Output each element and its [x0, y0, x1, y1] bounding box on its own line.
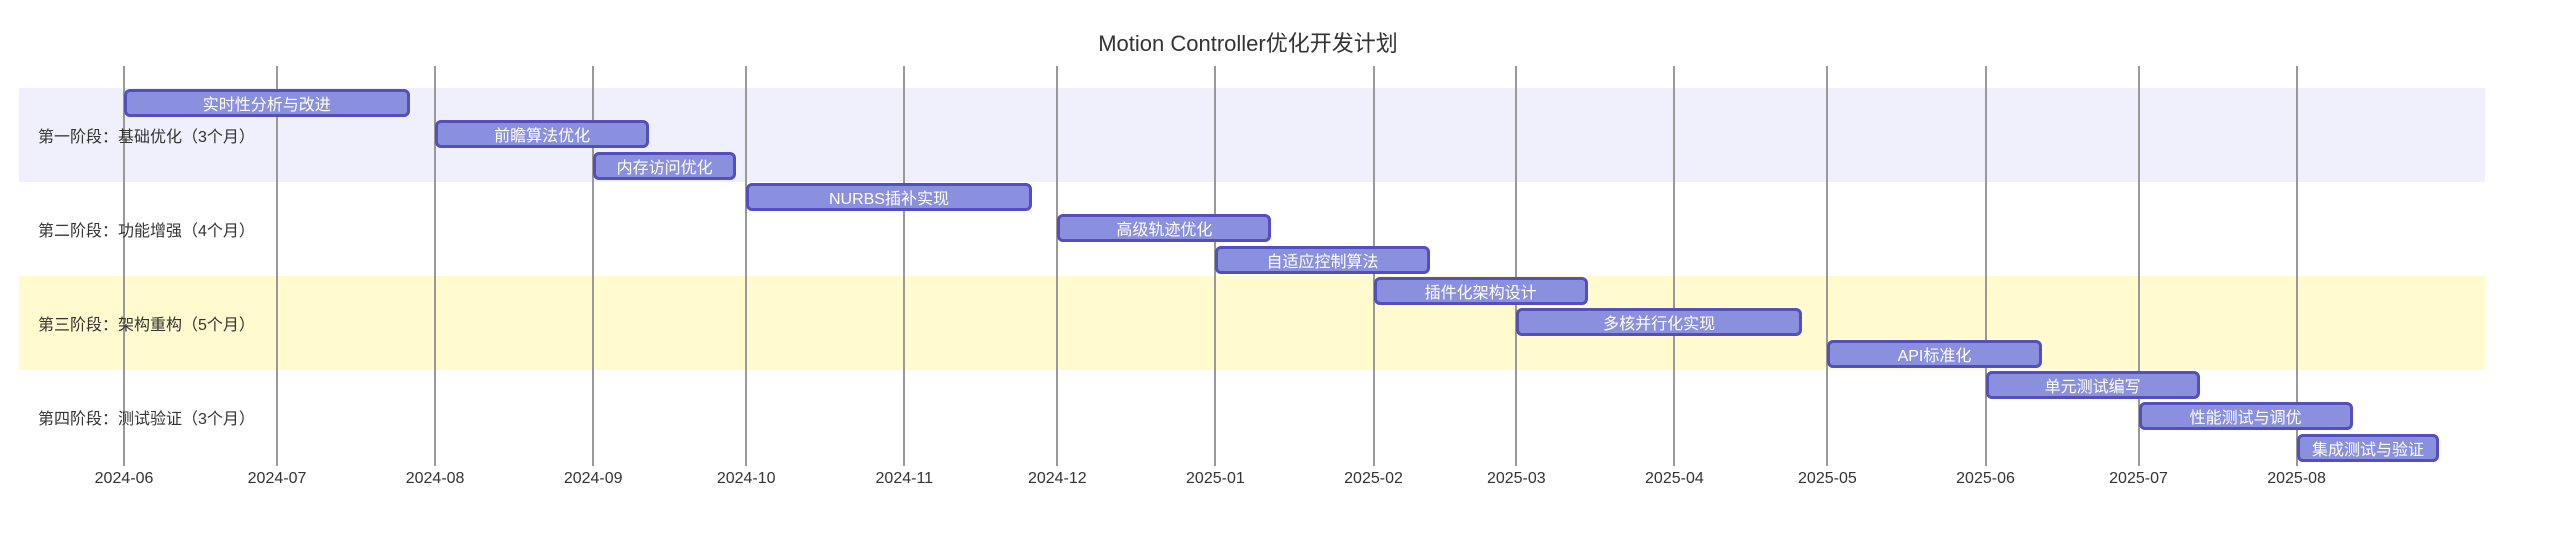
task-bar: 多核并行化实现 [1516, 308, 1802, 337]
task-bar-label: 单元测试编写 [2044, 378, 2141, 396]
axis-tick-label: 2025-04 [1645, 470, 1704, 487]
task-bar: API标准化 [1827, 339, 2042, 368]
task-bar-label: NURBS插补实现 [828, 190, 949, 208]
task-bar-label: 内存访问优化 [616, 159, 713, 177]
task-bar: 插件化架构设计 [1373, 276, 1588, 305]
grid-line [1056, 66, 1059, 466]
task-bar: 性能测试与调优 [2138, 402, 2353, 431]
axis-tick-label: 2024-10 [716, 470, 776, 487]
grid-line [592, 66, 595, 466]
grid-line [1984, 66, 1987, 466]
task-bar: 自适应控制算法 [1215, 245, 1430, 274]
task-bar: 内存访问优化 [593, 151, 736, 180]
grid-line [2137, 66, 2140, 466]
task-bar: 集成测试与验证 [2296, 433, 2440, 462]
grid-line [903, 66, 906, 466]
task-bar-label: 集成测试与验证 [2311, 441, 2424, 459]
grid-line [1673, 66, 1676, 466]
task-bar-label: 自适应控制算法 [1266, 253, 1379, 271]
section-label: 第一阶段：基础优化（3个月） [38, 129, 255, 146]
task-bar-label: API标准化 [1897, 347, 1972, 365]
chart-title: Motion Controller优化开发计划 [1098, 31, 1398, 56]
axis-tick-label: 2025-08 [2267, 470, 2326, 487]
grid-line [1515, 66, 1518, 466]
grid-line [745, 66, 748, 466]
task-bar-label: 插件化架构设计 [1424, 284, 1537, 302]
task-bar: NURBS插补实现 [746, 182, 1032, 211]
task-bar: 前瞻算法优化 [435, 120, 650, 149]
section-label: 第三阶段：架构重构（5个月） [38, 317, 255, 334]
section-label: 第二阶段：功能增强（4个月） [38, 223, 255, 240]
axis-tick-label: 2025-07 [2109, 470, 2168, 487]
axis-tick-label: 2024-11 [875, 470, 934, 487]
axis-tick-label: 2025-02 [1344, 470, 1403, 487]
task-bar-label: 前瞻算法优化 [494, 128, 591, 146]
task-bar: 实时性分析与改进 [124, 89, 410, 117]
axis-tick-label: 2024-09 [563, 470, 623, 487]
task-bar-label: 多核并行化实现 [1603, 316, 1716, 334]
task-bar-label: 高级轨迹优化 [1116, 222, 1213, 240]
task-bar-label: 实时性分析与改进 [202, 97, 331, 114]
grid-line [276, 66, 278, 466]
axis-tick-label: 2024-08 [405, 470, 465, 487]
task-bar-label: 性能测试与调优 [2189, 410, 2302, 428]
grid-line [1826, 66, 1829, 466]
task-bar: 单元测试编写 [1985, 370, 2200, 399]
axis-tick-label: 2024-07 [247, 470, 307, 487]
task-bar: 高级轨迹优化 [1057, 214, 1272, 243]
axis-tick-label: 2025-05 [1798, 470, 1857, 487]
axis-tick-label: 2025-03 [1486, 470, 1546, 487]
section-band [19, 88, 2485, 182]
grid-line [2295, 66, 2298, 466]
axis-tick-label: 2024-06 [94, 470, 154, 487]
axis-tick-label: 2025-01 [1186, 470, 1245, 487]
section-label: 第四阶段：测试验证（3个月） [38, 411, 255, 428]
axis-tick-label: 2024-12 [1027, 470, 1087, 487]
grid-line [434, 66, 437, 466]
section-band [19, 276, 2485, 370]
grid-line [123, 66, 125, 466]
axis-tick-label: 2025-06 [1956, 470, 2015, 487]
